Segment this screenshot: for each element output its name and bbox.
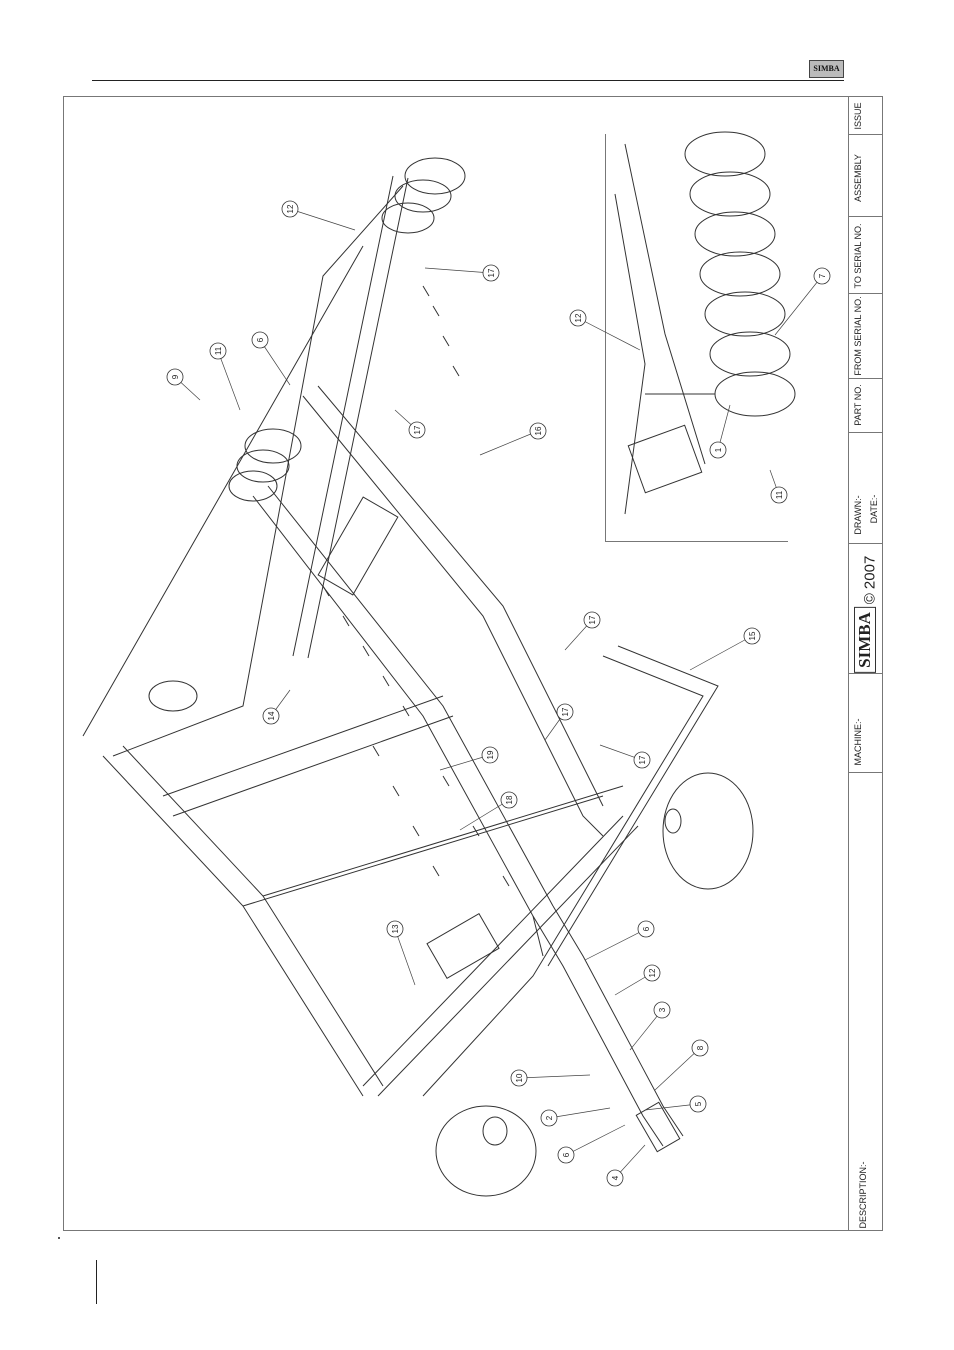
- leader-line: [395, 929, 415, 985]
- title-block-rule: [848, 378, 883, 379]
- callout-number: 17: [561, 707, 570, 716]
- callout-number: 12: [648, 968, 657, 977]
- main-callout-17: 17: [600, 745, 650, 768]
- drawn-label: DRAWN:-: [853, 495, 863, 534]
- callout-number: 10: [515, 1073, 524, 1082]
- main-callout-11: 11: [210, 343, 240, 410]
- callout-number: 7: [818, 273, 827, 278]
- callout-number: 6: [642, 926, 651, 931]
- callout-number: 14: [267, 711, 276, 720]
- main-callout-5: 5: [645, 1096, 706, 1112]
- callout-number: 17: [487, 268, 496, 277]
- description-label: DESCRIPTION:-: [858, 1161, 868, 1228]
- leader-line: [425, 268, 491, 273]
- main-callout-18: 18: [460, 792, 517, 830]
- main-callout-12: 12: [282, 201, 355, 230]
- callout-number: 12: [286, 204, 295, 213]
- main-callout-15: 15: [690, 628, 760, 670]
- callout-number: 2: [545, 1115, 554, 1120]
- leader-line: [775, 276, 822, 335]
- callout-number: 6: [562, 1152, 571, 1157]
- callout-number: 19: [486, 750, 495, 759]
- leader-line: [549, 1108, 610, 1118]
- inset-callout-11: 11: [770, 470, 787, 503]
- callout-number: 8: [696, 1045, 705, 1050]
- inset-callout-12: 12: [570, 310, 640, 350]
- main-callout-17: 17: [425, 265, 499, 281]
- title-block-rule: [848, 543, 883, 544]
- main-callout-6: 6: [558, 1125, 625, 1163]
- title-block-rule: [848, 216, 883, 217]
- inset-callout-7: 7: [775, 268, 830, 335]
- main-callout-2: 2: [541, 1108, 610, 1126]
- main-callout-9: 9: [167, 369, 200, 400]
- title-block-rule: [848, 432, 883, 433]
- main-callout-17: 17: [395, 410, 425, 438]
- leader-line: [566, 1125, 625, 1155]
- date-label: DATE:-: [869, 495, 879, 524]
- main-callout-13: 13: [387, 921, 415, 985]
- callout-number: 5: [694, 1101, 703, 1106]
- leader-line: [655, 1048, 700, 1090]
- main-callout-17: 17: [545, 704, 573, 740]
- leader-line: [480, 431, 538, 455]
- margin-rule: [96, 1260, 97, 1304]
- main-callout-17: 17: [565, 612, 600, 650]
- callout-number: 17: [413, 425, 422, 434]
- callout-number: 11: [214, 346, 223, 355]
- title-block-rule: [848, 772, 883, 773]
- leader-line: [690, 636, 752, 670]
- issue-label: ISSUE: [853, 102, 863, 129]
- callout-number: 9: [171, 374, 180, 379]
- main-callout-6: 6: [585, 921, 654, 960]
- part-no-label: PART NO.: [853, 384, 863, 426]
- callout-number: 6: [256, 337, 265, 342]
- leader-line: [290, 209, 355, 230]
- leader-line: [578, 318, 640, 350]
- main-callout-10: 10: [511, 1070, 590, 1086]
- machine-label: MACHINE:-: [853, 719, 863, 766]
- title-block-divider: [848, 96, 849, 1231]
- main-callout-4: 4: [607, 1145, 645, 1186]
- simba-brand-mark: SIMBA: [854, 607, 876, 673]
- main-callout-19: 19: [440, 747, 498, 770]
- main-callout-8: 8: [655, 1040, 708, 1090]
- page-tick: [58, 1237, 60, 1239]
- inset-callout-1: 1: [710, 405, 730, 458]
- callout-number: 18: [505, 795, 514, 804]
- copyright-text: © 2007: [862, 556, 879, 605]
- main-callout-12: 12: [615, 965, 660, 995]
- main-callout-6: 6: [252, 332, 290, 385]
- callout-number: 12: [574, 313, 583, 322]
- callout-number: 15: [748, 631, 757, 640]
- title-block-rule: [848, 673, 883, 674]
- callout-number: 1: [714, 447, 723, 452]
- main-callout-14: 14: [263, 690, 290, 724]
- to-serial-label: TO SERIAL NO.: [853, 223, 863, 288]
- callout-number: 17: [638, 755, 647, 764]
- from-serial-label: FROM SERIAL NO.: [853, 296, 863, 375]
- callout-number: 11: [775, 490, 784, 499]
- leader-line: [585, 929, 646, 960]
- callout-number: 13: [391, 924, 400, 933]
- leader-line: [519, 1075, 590, 1078]
- main-callout-16: 16: [480, 423, 546, 455]
- leader-line: [460, 800, 509, 830]
- callout-number: 16: [534, 426, 543, 435]
- callout-number: 17: [588, 615, 597, 624]
- main-callout-3: 3: [630, 1002, 670, 1050]
- callout-number: 3: [658, 1007, 667, 1012]
- title-block-rule: [848, 293, 883, 294]
- assembly-label: ASSEMBLY: [853, 154, 863, 202]
- callout-number: 4: [611, 1175, 620, 1180]
- title-block-rule: [848, 134, 883, 135]
- leader-line: [218, 351, 240, 410]
